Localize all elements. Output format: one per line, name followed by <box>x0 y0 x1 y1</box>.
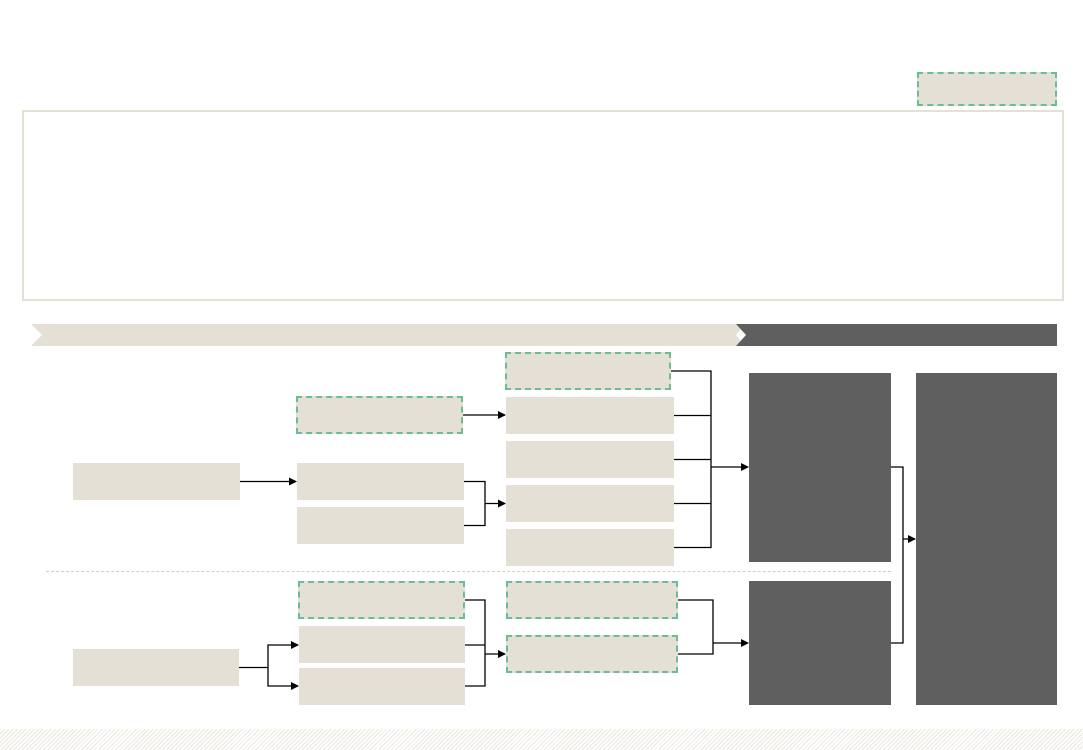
node-e1 <box>916 373 1057 705</box>
node-a1 <box>73 463 240 500</box>
edge-c-lower-bus <box>678 599 714 655</box>
phase-2-chevron <box>736 324 1057 346</box>
node-c-highlight-3 <box>506 635 678 673</box>
highlight-badge <box>917 72 1057 106</box>
node-d2 <box>749 581 891 705</box>
phase-1-chevron <box>31 324 745 346</box>
node-c3 <box>506 485 674 522</box>
node-c4 <box>506 529 674 566</box>
edge-b1-merge <box>464 480 486 527</box>
node-c2 <box>506 441 674 478</box>
node-b3 <box>299 626 465 663</box>
edge-a2-split <box>239 641 299 669</box>
node-b-highlight-2 <box>298 581 465 619</box>
node-a2 <box>73 649 239 686</box>
edge-b-lower-bus <box>465 599 486 687</box>
node-b4 <box>299 668 465 705</box>
node-c1 <box>506 397 674 434</box>
node-b-highlight-1 <box>296 396 463 434</box>
phase-banner <box>31 324 1057 346</box>
edge-a2-b4 <box>267 667 299 690</box>
node-c-highlight-2 <box>506 581 678 619</box>
footer-pattern <box>0 729 1083 750</box>
node-c-highlight-1 <box>505 352 671 390</box>
description-panel <box>22 110 1064 301</box>
section-separator <box>46 571 891 572</box>
edge-d-bus <box>891 466 904 644</box>
node-b1 <box>297 463 464 500</box>
node-d1 <box>749 373 891 562</box>
node-b2 <box>297 507 464 544</box>
